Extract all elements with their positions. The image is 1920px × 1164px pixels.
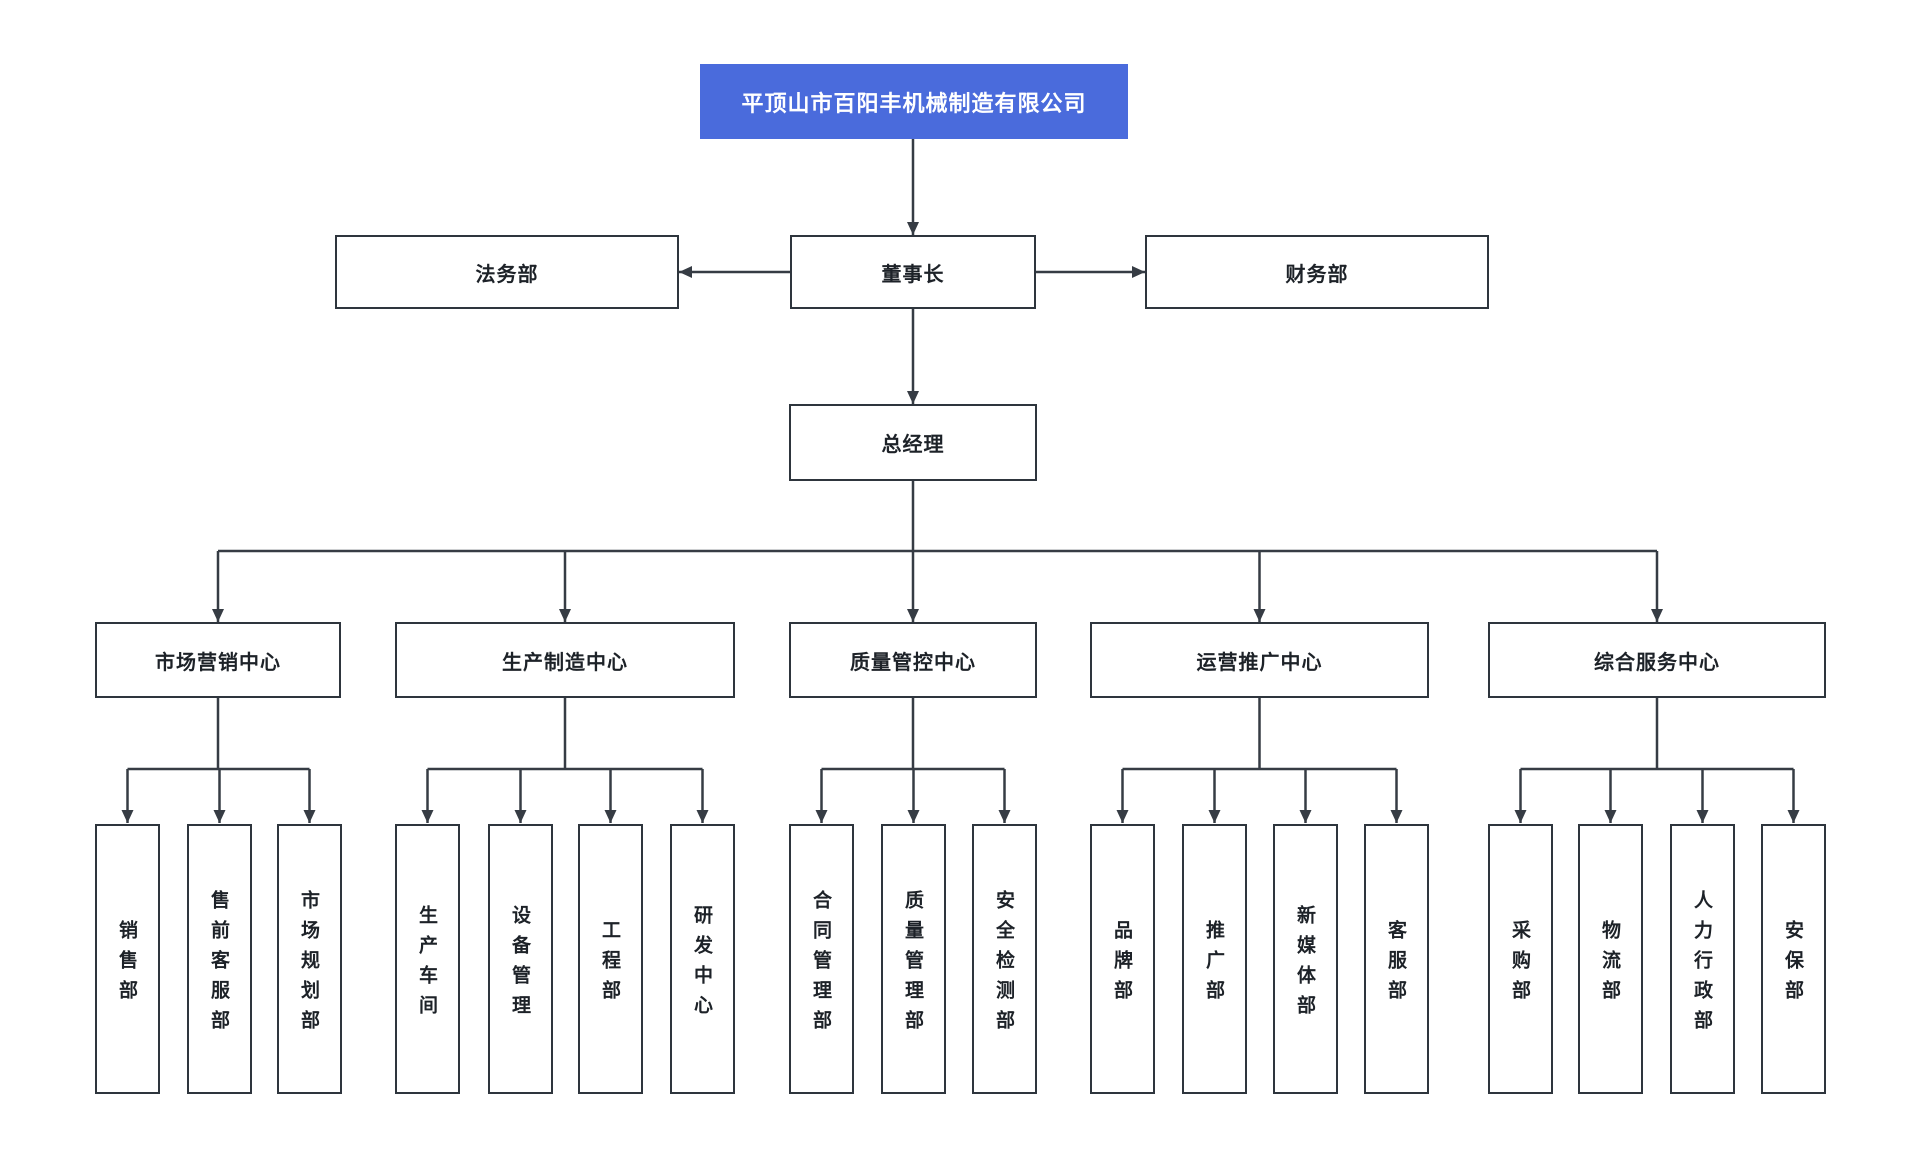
dept-sales-label: 销售部	[116, 919, 138, 1010]
node-company-root: 平顶山市百阳丰机械制造有限公司	[700, 64, 1128, 139]
dept-equipment-management-label: 设备管理	[509, 904, 531, 1025]
node-finance-dept: 财务部	[1145, 235, 1489, 309]
center-production-label: 生产制造中心	[502, 649, 628, 674]
dept-contract-management-label: 合同管理部	[810, 889, 832, 1040]
node-center-operations: 运营推广中心	[1090, 622, 1429, 698]
node-dept-market-planning: 市场规划部	[277, 824, 342, 1094]
dept-customer-service-label: 客服部	[1385, 919, 1407, 1010]
dept-security-label: 安保部	[1782, 919, 1804, 1010]
legal-dept-label: 法务部	[475, 261, 539, 286]
dept-promotion-label: 推广部	[1203, 919, 1225, 1010]
center-services-label: 综合服务中心	[1594, 649, 1720, 674]
node-dept-presales-service: 售前客服部	[187, 824, 252, 1094]
node-center-services: 综合服务中心	[1488, 622, 1826, 698]
node-dept-promotion: 推广部	[1182, 824, 1247, 1094]
dept-rd-center-label: 研发中心	[691, 904, 713, 1025]
node-dept-equipment-management: 设备管理	[488, 824, 553, 1094]
node-dept-quality-management: 质量管理部	[881, 824, 946, 1094]
company-root-label: 平顶山市百阳丰机械制造有限公司	[741, 91, 1087, 117]
node-center-marketing: 市场营销中心	[95, 622, 341, 698]
connectors	[121, 139, 1800, 823]
node-general-manager: 总经理	[789, 404, 1037, 481]
dept-engineering-label: 工程部	[599, 919, 621, 1010]
dept-production-workshop-label: 生产车间	[416, 904, 438, 1025]
node-dept-rd-center: 研发中心	[670, 824, 735, 1094]
dept-logistics-label: 物流部	[1599, 919, 1621, 1010]
center-operations-label: 运营推广中心	[1196, 649, 1323, 674]
center-quality-label: 质量管控中心	[850, 649, 976, 674]
node-legal-dept: 法务部	[335, 235, 679, 309]
node-dept-safety-inspection: 安全检测部	[972, 824, 1037, 1094]
center-marketing-label: 市场营销中心	[155, 649, 281, 674]
node-dept-engineering: 工程部	[578, 824, 643, 1094]
node-dept-security: 安保部	[1761, 824, 1826, 1094]
chairman-label: 董事长	[881, 261, 945, 286]
node-dept-new-media: 新媒体部	[1273, 824, 1338, 1094]
dept-hr-admin-label: 人力行政部	[1691, 889, 1713, 1040]
node-center-production: 生产制造中心	[395, 622, 735, 698]
node-dept-sales: 销售部	[95, 824, 160, 1094]
dept-new-media-label: 新媒体部	[1294, 904, 1316, 1025]
finance-dept-label: 财务部	[1285, 261, 1349, 286]
dept-brand-label: 品牌部	[1111, 919, 1133, 1010]
dept-procurement-label: 采购部	[1509, 919, 1531, 1010]
node-dept-production-workshop: 生产车间	[395, 824, 460, 1094]
dept-presales-service-label: 售前客服部	[208, 889, 230, 1040]
node-dept-procurement: 采购部	[1488, 824, 1553, 1094]
general-manager-label: 总经理	[881, 432, 945, 456]
node-dept-customer-service: 客服部	[1364, 824, 1429, 1094]
dept-safety-inspection-label: 安全检测部	[993, 889, 1015, 1040]
node-dept-hr-admin: 人力行政部	[1670, 824, 1735, 1094]
dept-market-planning-label: 市场规划部	[298, 889, 320, 1040]
node-chairman: 董事长	[790, 235, 1036, 309]
node-center-quality: 质量管控中心	[789, 622, 1037, 698]
dept-quality-management-label: 质量管理部	[902, 889, 924, 1040]
node-dept-brand: 品牌部	[1090, 824, 1155, 1094]
node-dept-logistics: 物流部	[1578, 824, 1643, 1094]
node-dept-contract-management: 合同管理部	[789, 824, 854, 1094]
